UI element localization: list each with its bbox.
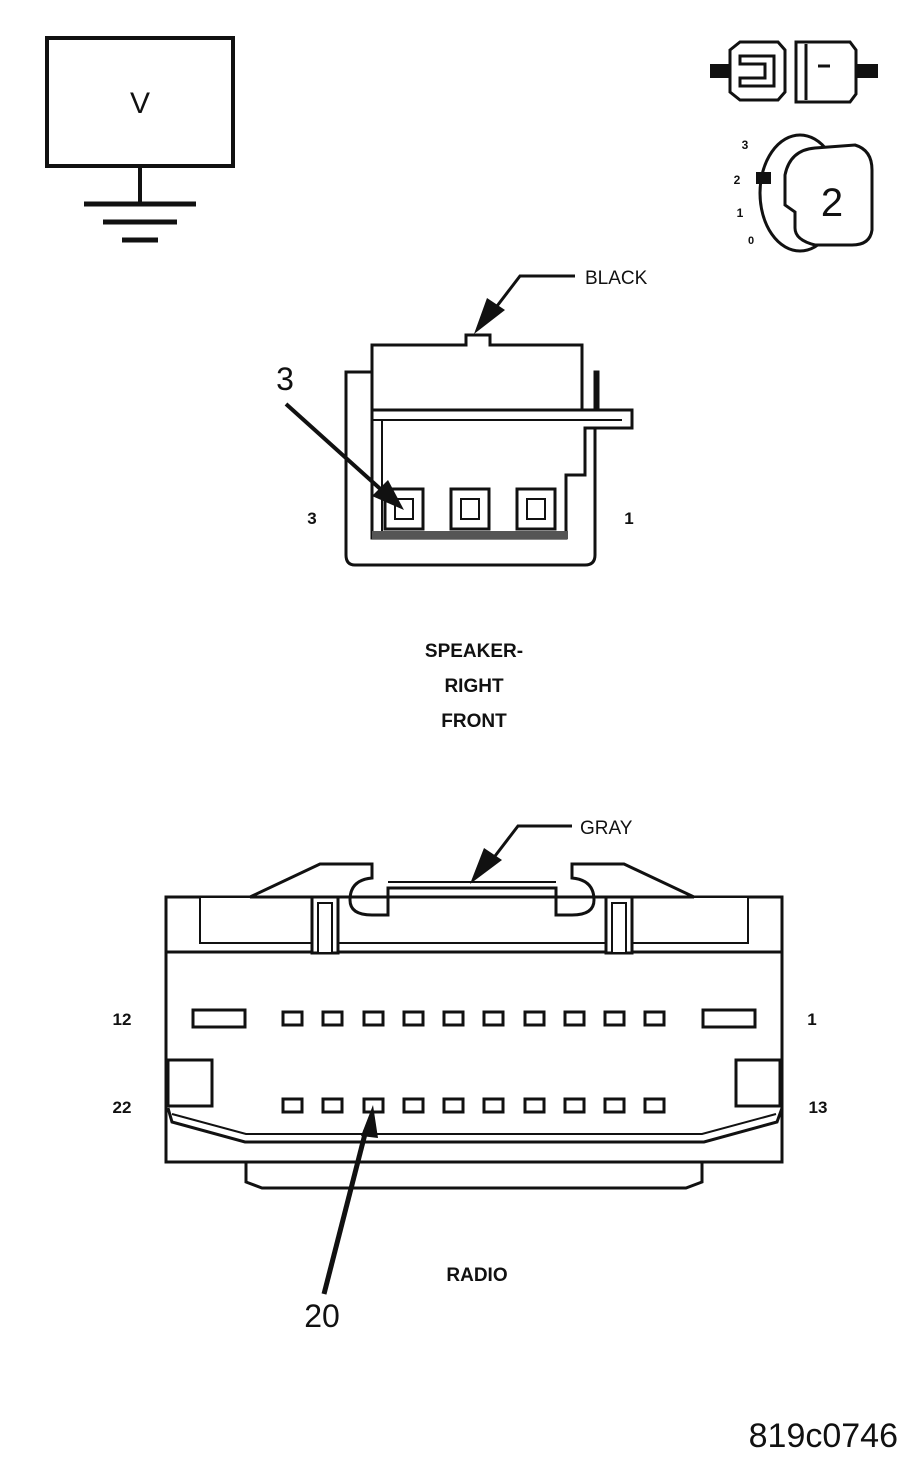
radio-key-right	[734, 1058, 782, 1108]
radio-pin-3	[603, 1010, 626, 1027]
voltmeter-symbol: V	[45, 36, 235, 243]
connector-disconnected-icon	[710, 40, 878, 104]
radio-key-left	[166, 1058, 214, 1108]
speaker-color-label: BLACK	[585, 268, 648, 289]
speaker-latch-top	[370, 333, 584, 412]
radio-top-row	[191, 1008, 757, 1029]
speaker-pin-1	[515, 487, 557, 531]
radio-bottom-skirt	[244, 1160, 704, 1190]
radio-color-arrowhead	[470, 848, 502, 884]
speaker-callout-line	[284, 402, 388, 496]
speaker-floor	[372, 531, 568, 539]
speaker-connector: BLACK 3 3 1 SPEAKER- RIGHT FRONT	[276, 268, 648, 732]
radio-callout-line	[321, 1129, 369, 1295]
ignition-position-0: 0	[748, 235, 754, 247]
radio-pin-22	[281, 1097, 304, 1114]
ignition-position-1: 1	[737, 206, 744, 220]
speaker-callout-arrowhead	[372, 480, 404, 510]
radio-pin-5	[523, 1010, 546, 1027]
voltmeter-label: V	[130, 87, 150, 120]
radio-pin-16	[523, 1097, 546, 1114]
radio-pin-14	[603, 1097, 626, 1114]
ignition-key	[783, 143, 874, 247]
speaker-pin-left-label: 3	[307, 509, 316, 528]
speaker-name-line-2: RIGHT	[444, 676, 504, 697]
ignition-switch-icon: 3 2 1 0 2	[734, 133, 874, 253]
radio-pin-11	[281, 1010, 304, 1027]
radio-callout-arrowhead	[361, 1105, 378, 1138]
voltmeter-box	[45, 36, 235, 168]
speaker-color-leader	[492, 274, 575, 311]
radio-pin-10	[321, 1010, 344, 1027]
radio-bottom-bevel	[166, 1107, 784, 1144]
radio-pin-15	[563, 1097, 586, 1114]
figure-id: 819c0746	[749, 1417, 898, 1455]
radio-connector: GRAY	[113, 818, 828, 1334]
ignition-pointer	[756, 172, 771, 184]
speaker-pin-right-label: 1	[624, 509, 633, 528]
radio-pin-9	[362, 1010, 385, 1027]
radio-latch-housing	[249, 862, 695, 917]
radio-color-label: GRAY	[580, 818, 633, 839]
radio-pin-8	[402, 1010, 425, 1027]
radio-pin-4	[563, 1010, 586, 1027]
radio-pin-label-top-left: 12	[113, 1010, 132, 1029]
radio-pin-label-top-right: 1	[807, 1010, 816, 1029]
radio-pin-7	[442, 1010, 465, 1027]
radio-pin-21	[321, 1097, 344, 1114]
radio-bottom-row	[281, 1097, 666, 1114]
radio-pin-label-bottom-right: 13	[809, 1098, 828, 1117]
radio-pin-19	[402, 1097, 425, 1114]
radio-callout-number: 20	[304, 1298, 340, 1334]
radio-color-leader	[490, 824, 572, 861]
speaker-color-arrowhead	[474, 298, 505, 334]
radio-pin-17	[482, 1097, 505, 1114]
speaker-pin-2	[449, 487, 491, 531]
radio-pin-2	[643, 1010, 666, 1027]
ignition-key-position: 2	[821, 181, 843, 225]
radio-pin-12	[191, 1008, 247, 1029]
speaker-name-line-1: SPEAKER-	[425, 641, 523, 662]
radio-pin-18	[442, 1097, 465, 1114]
ignition-position-2: 2	[734, 173, 741, 187]
radio-pin-label-bottom-left: 22	[113, 1098, 132, 1117]
radio-pin-6	[482, 1010, 505, 1027]
ignition-position-3: 3	[742, 138, 749, 152]
radio-pin-13	[643, 1097, 666, 1114]
speaker-callout-number: 3	[276, 361, 294, 397]
radio-connector-name: RADIO	[446, 1265, 507, 1286]
radio-pin-1	[701, 1008, 757, 1029]
speaker-name-line-3: FRONT	[441, 711, 507, 732]
